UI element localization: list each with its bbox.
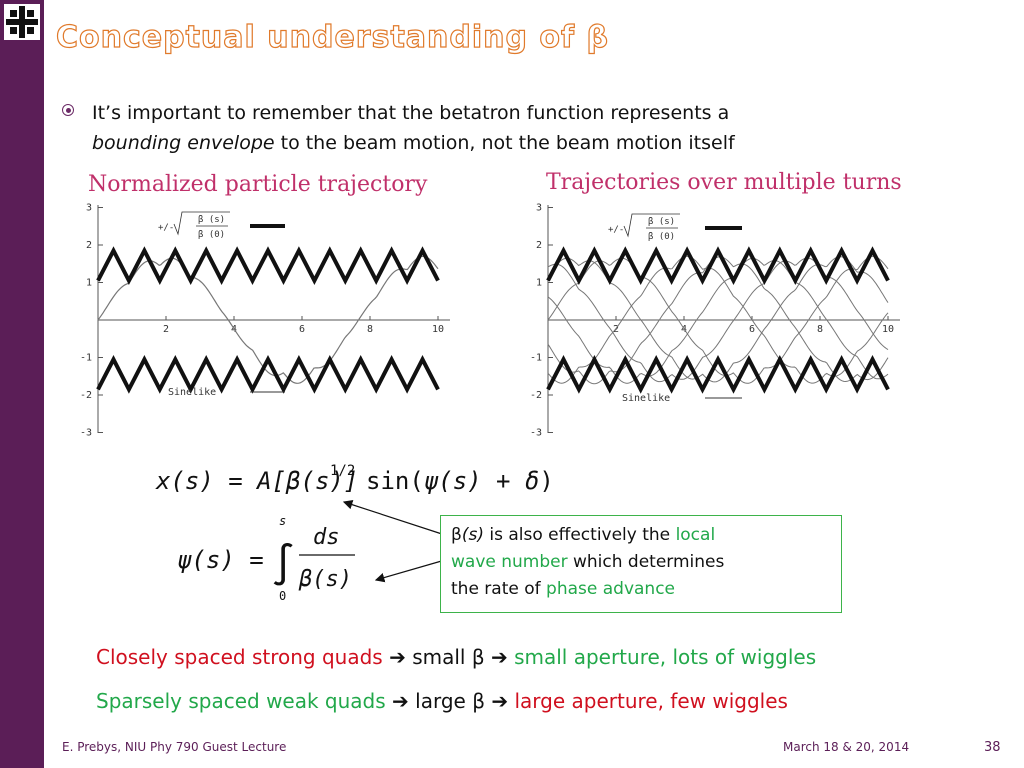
- legend-pm: +/-: [158, 223, 174, 233]
- x-tick-label: 2: [163, 324, 169, 335]
- equation-x-of-s: x(s) = A[β(s)] 1/2 sin(ψ(s) + δ): [155, 463, 550, 495]
- svg-text:β(s): β(s): [298, 567, 352, 592]
- y-tick-label: -1: [80, 353, 92, 364]
- callout-text-3: the rate of: [451, 579, 547, 599]
- footer-date: March 18 & 20, 2014: [783, 740, 910, 754]
- y-tick-label: 2: [86, 240, 92, 251]
- callout-text-1: is also effectively the: [483, 525, 676, 545]
- svg-text:sin(ψ(s) + δ): sin(ψ(s) + δ): [366, 467, 550, 495]
- y-tick-label: -3: [530, 428, 542, 439]
- arrow-icon: ➔: [389, 645, 406, 669]
- sparsely-spaced-label: Sparsely spaced weak quads: [96, 689, 386, 713]
- legend: +/- β (s) β (0) Sinelike: [158, 211, 285, 398]
- arrow-icon: ➔: [490, 645, 508, 669]
- trajectory-line: [97, 255, 439, 384]
- bullet-prefix: It’s important to remember that the beta…: [92, 102, 730, 124]
- legend-num: β (s): [648, 217, 675, 227]
- trajectory-line: [547, 255, 889, 384]
- x-tick-label: 10: [432, 324, 444, 335]
- legend: +/- β (s) β (0) Sinelike: [608, 213, 742, 404]
- callout-arrows: [342, 500, 446, 583]
- envelope-top: [546, 246, 890, 285]
- legend-num: β (s): [198, 215, 225, 225]
- bullet-suffix: to the beam motion, not the beam motion …: [274, 132, 735, 154]
- svg-text:s: s: [279, 514, 286, 528]
- footer-author: E. Prebys, NIU Phy 790 Guest Lecture: [62, 740, 287, 754]
- page-number: 38: [984, 740, 1001, 755]
- sidebar-band: [0, 0, 44, 768]
- equation-psi-of-s: ψ(s) = s ∫ 0 ds β(s): [177, 514, 355, 603]
- legend-den: β (0): [198, 230, 225, 240]
- legend-den: β (0): [648, 232, 675, 242]
- x-tick-label: 6: [749, 324, 755, 335]
- svg-text:ψ(s) =: ψ(s) =: [177, 546, 264, 574]
- right-panel-title: Trajectories over multiple turns: [546, 170, 902, 195]
- callout-beta: β: [451, 525, 462, 545]
- x-tick-label: 8: [367, 324, 373, 335]
- y-tick-label: 3: [536, 203, 542, 214]
- bullet-text: It’s important to remember that the beta…: [92, 98, 972, 158]
- statement-closely-spaced: Closely spaced strong quads ➔ small β ➔ …: [96, 645, 816, 669]
- y-tick-label: -2: [80, 390, 92, 401]
- y-tick-label: -2: [530, 390, 542, 401]
- trajectory-line: [547, 257, 889, 383]
- arrow-icon: ➔: [392, 689, 409, 713]
- x-tick-label: 8: [817, 324, 823, 335]
- slide-title: Conceptual understanding of β: [55, 19, 610, 55]
- large-aperture-text: large aperture, few wiggles: [508, 689, 788, 713]
- x-tick-label: 6: [299, 324, 305, 335]
- y-tick-label: 2: [536, 240, 542, 251]
- y-tick-label: 3: [86, 203, 92, 214]
- svg-text:∫: ∫: [271, 542, 295, 588]
- bullet-icon: [62, 104, 74, 116]
- fermilab-logo: [4, 4, 40, 40]
- small-beta-text: small β: [405, 645, 491, 669]
- statement-sparsely-spaced: Sparsely spaced weak quads ➔ large β ➔ l…: [96, 689, 788, 713]
- x-tick-label: 2: [613, 324, 619, 335]
- closely-spaced-label: Closely spaced strong quads: [96, 645, 383, 669]
- legend-sinelike: Sinelike: [622, 393, 670, 404]
- envelope-bottom: [546, 355, 890, 394]
- y-tick-label: 1: [536, 278, 542, 289]
- callout-text-2: which determines: [567, 552, 725, 572]
- trajectory-line: [547, 257, 889, 384]
- legend-pm: +/-: [608, 225, 624, 235]
- y-tick-label: -1: [530, 353, 542, 364]
- small-aperture-text: small aperture, lots of wiggles: [507, 645, 817, 669]
- envelope-bottom: [96, 355, 440, 394]
- callout-s: (s): [461, 525, 484, 545]
- x-tick-label: 10: [882, 324, 894, 335]
- bullet-emphasis: bounding envelope: [92, 132, 275, 154]
- y-tick-label: -3: [80, 428, 92, 439]
- callout-local: local: [675, 525, 716, 545]
- large-beta-text: large β: [408, 689, 492, 713]
- callout-wave-number: wave number: [451, 552, 568, 572]
- svg-text:x(s) = A[β(s)]: x(s) = A[β(s)]: [155, 467, 358, 495]
- callout-box: β(s) is also effectively the local wave …: [440, 515, 842, 613]
- left-panel-title: Normalized particle trajectory: [88, 172, 428, 197]
- svg-text:0: 0: [279, 589, 286, 603]
- envelope-top: [96, 246, 440, 285]
- legend-sinelike: Sinelike: [168, 387, 216, 398]
- svg-text:ds: ds: [313, 525, 340, 550]
- y-tick-label: 1: [86, 278, 92, 289]
- arrow-icon: ➔: [491, 689, 509, 713]
- svg-text:1/2: 1/2: [330, 463, 355, 479]
- callout-phase-advance: phase advance: [546, 579, 676, 599]
